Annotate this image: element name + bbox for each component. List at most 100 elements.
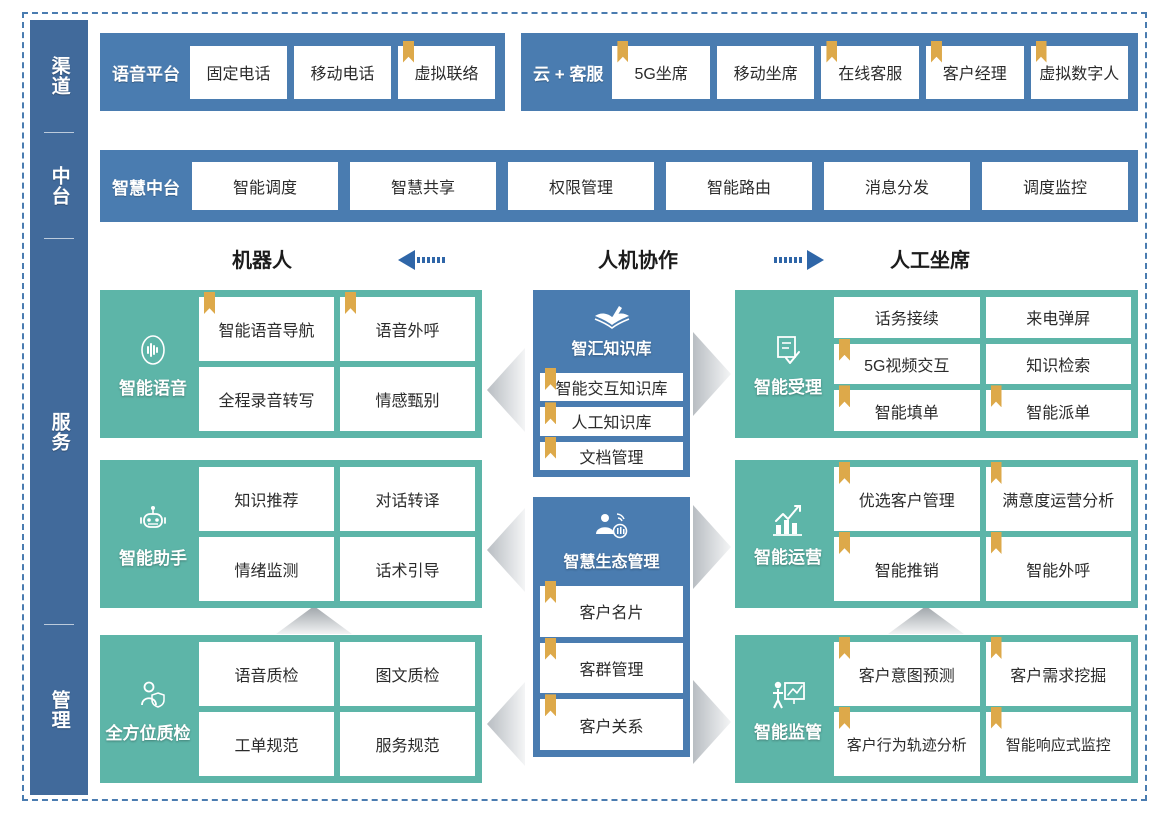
ecosystem-item[interactable]: 客户名片 bbox=[540, 581, 683, 637]
bookmark-icon bbox=[839, 462, 850, 484]
sidebar-item-channel[interactable]: 渠道 bbox=[30, 20, 88, 132]
service-item[interactable]: 话术引导 bbox=[340, 537, 475, 601]
service-item[interactable]: 智能响应式监控 bbox=[985, 707, 1131, 776]
sidebar-item-service[interactable]: 服务 bbox=[30, 239, 88, 624]
service-item[interactable]: 智能语音导航 bbox=[199, 292, 334, 361]
service-item-label: 满意度运营分析 bbox=[1002, 493, 1115, 510]
channel-item[interactable]: 固定电话 bbox=[190, 45, 287, 99]
service-item[interactable]: 客户意图预测 bbox=[834, 637, 980, 706]
group-name-full-quality-inspection: 全方位质检 bbox=[105, 723, 191, 743]
book-pen-icon bbox=[591, 303, 633, 333]
channel-item[interactable]: 5G坐席 bbox=[612, 40, 710, 99]
service-item[interactable]: 工单规范 bbox=[199, 712, 334, 776]
service-item[interactable]: 智能填单 bbox=[834, 385, 980, 431]
channel-item[interactable]: 在线客服 bbox=[821, 40, 919, 99]
channel-group-title-cloud: 云 + 客服 bbox=[533, 64, 604, 84]
knowledge-item-label: 文档管理 bbox=[579, 449, 644, 467]
service-item[interactable]: 智能派单 bbox=[985, 385, 1131, 431]
service-item-label: 客户行为轨迹分析 bbox=[846, 736, 967, 754]
service-item-label: 对话转译 bbox=[375, 493, 440, 510]
service-item[interactable]: 全程录音转写 bbox=[199, 367, 334, 431]
service-item-label: 知识推荐 bbox=[234, 493, 299, 510]
service-item[interactable]: 语音外呼 bbox=[340, 292, 475, 361]
middle-platform-item-label: 智慧共享 bbox=[390, 180, 455, 197]
sidebar-item-middle-platform[interactable]: 中台 bbox=[30, 133, 88, 238]
channel-item[interactable]: 虚拟联络 bbox=[398, 40, 495, 99]
channel-item[interactable]: 虚拟数字人 bbox=[1030, 40, 1129, 99]
stack-knowledge-base: 智汇知识库 智能交互知识库 人工知识库 文档管理 bbox=[533, 290, 690, 477]
ecosystem-item[interactable]: 客户关系 bbox=[540, 694, 683, 751]
middle-platform-title: 智慧中台 bbox=[112, 178, 180, 198]
bookmark-icon bbox=[990, 385, 1002, 408]
service-item[interactable]: 语音质检 bbox=[199, 642, 334, 706]
arrow-left-tail bbox=[417, 257, 445, 263]
service-item-label: 情绪监测 bbox=[234, 563, 299, 580]
knowledge-item[interactable]: 智能交互知识库 bbox=[540, 368, 683, 402]
bookmark-icon bbox=[839, 637, 850, 659]
service-item[interactable]: 情感甄别 bbox=[340, 367, 475, 431]
service-item[interactable]: 知识推荐 bbox=[199, 467, 334, 531]
ecosystem-item[interactable]: 客群管理 bbox=[540, 637, 683, 694]
bookmark-icon bbox=[545, 637, 556, 660]
service-item[interactable]: 优选客户管理 bbox=[834, 462, 980, 531]
middle-platform-item[interactable]: 智慧共享 bbox=[350, 162, 496, 210]
group-head-intelligent-assistant: 智能助手 bbox=[107, 467, 199, 601]
channel-item-label: 虚拟联络 bbox=[414, 66, 479, 83]
service-item-label: 知识检索 bbox=[1026, 357, 1091, 375]
service-item-label: 话务接续 bbox=[874, 311, 939, 329]
service-item-label: 智能填单 bbox=[874, 404, 939, 422]
bookmark-icon bbox=[545, 581, 556, 603]
service-item[interactable]: 智能外呼 bbox=[985, 532, 1131, 601]
service-item[interactable]: 来电弹屏 bbox=[985, 297, 1131, 338]
service-item-label: 工单规范 bbox=[234, 738, 299, 755]
middle-platform-item[interactable]: 智能路由 bbox=[666, 162, 812, 210]
service-item[interactable]: 智能推销 bbox=[834, 532, 980, 601]
bookmark-icon bbox=[345, 292, 356, 314]
service-item[interactable]: 图文质检 bbox=[340, 642, 475, 706]
robot-icon bbox=[133, 500, 173, 540]
knowledge-item[interactable]: 人工知识库 bbox=[540, 402, 683, 436]
service-item[interactable]: 5G视频交互 bbox=[834, 338, 980, 385]
ecosystem-item-label: 客户关系 bbox=[579, 718, 644, 736]
bookmark-icon bbox=[403, 40, 414, 63]
sidebar-label-management: 管理 bbox=[48, 690, 70, 730]
middle-platform-item[interactable]: 智能调度 bbox=[192, 162, 338, 210]
middle-platform-item[interactable]: 权限管理 bbox=[508, 162, 654, 210]
service-item[interactable]: 话务接续 bbox=[834, 297, 980, 338]
arrow-left-head bbox=[398, 250, 415, 270]
bookmark-icon bbox=[839, 385, 850, 408]
service-item-label: 智能推销 bbox=[874, 563, 939, 580]
channel-item[interactable]: 移动电话 bbox=[294, 45, 391, 99]
sidebar-label-service: 服务 bbox=[48, 411, 70, 452]
service-item[interactable]: 满意度运营分析 bbox=[985, 462, 1131, 531]
service-item[interactable]: 客户需求挖掘 bbox=[985, 637, 1131, 706]
service-item[interactable]: 客户行为轨迹分析 bbox=[834, 707, 980, 776]
group-name-intelligent-acceptance: 智能受理 bbox=[754, 377, 822, 397]
service-item-label: 来电弹屏 bbox=[1026, 311, 1091, 329]
bookmark-icon bbox=[839, 532, 850, 554]
bookmark-icon bbox=[617, 40, 629, 63]
agent-column: 智能受理 话务接续 来电弹屏 5G视频交互 知识检索 智能填单 bbox=[735, 290, 1138, 805]
service-item[interactable]: 服务规范 bbox=[340, 712, 475, 776]
bookmark-icon bbox=[839, 338, 850, 361]
channel-item[interactable]: 移动坐席 bbox=[716, 45, 815, 99]
person-signal-icon bbox=[590, 510, 634, 546]
group-head-intelligent-acceptance: 智能受理 bbox=[742, 297, 834, 431]
channel-group-cloud-service: 云 + 客服 5G坐席 移动坐席 在线客服 客户经理 虚拟数字人 bbox=[521, 33, 1138, 111]
channel-voice-items: 固定电话 移动电话 虚拟联络 bbox=[190, 40, 495, 99]
middle-platform-item-label: 权限管理 bbox=[548, 180, 613, 197]
sidebar-label-middle-platform: 中台 bbox=[48, 165, 70, 206]
service-item[interactable]: 知识检索 bbox=[985, 343, 1131, 385]
middle-platform-item[interactable]: 调度监控 bbox=[982, 162, 1128, 210]
arrow-right-tail bbox=[774, 257, 802, 263]
sidebar-item-management[interactable]: 管理 bbox=[30, 625, 88, 795]
service-item[interactable]: 对话转译 bbox=[340, 467, 475, 531]
middle-platform-item[interactable]: 消息分发 bbox=[824, 162, 970, 210]
group-items-intelligent-operation: 优选客户管理 满意度运营分析 智能推销 智能外呼 bbox=[834, 462, 1131, 601]
channel-item[interactable]: 客户经理 bbox=[925, 40, 1024, 99]
group-head-full-quality-inspection: 全方位质检 bbox=[105, 642, 199, 776]
sidebar-divider-2 bbox=[44, 238, 74, 239]
knowledge-item[interactable]: 文档管理 bbox=[540, 436, 683, 470]
service-item[interactable]: 情绪监测 bbox=[199, 537, 334, 601]
